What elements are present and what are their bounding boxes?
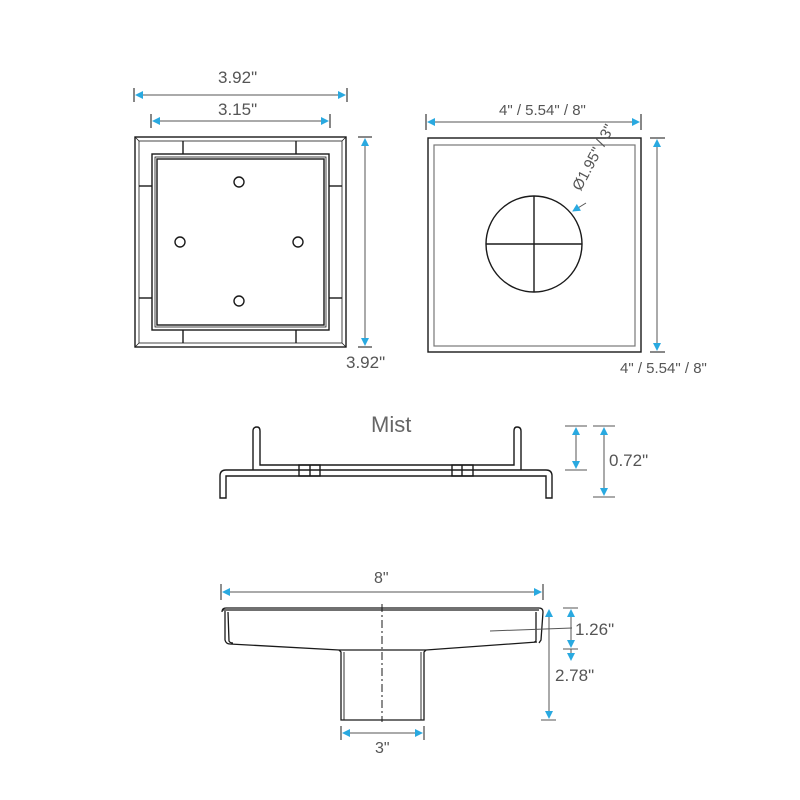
body-top-view bbox=[425, 114, 665, 353]
body-height-label: 4" / 5.54" / 8" bbox=[620, 360, 707, 377]
body-width-label: 4" / 5.54" / 8" bbox=[499, 102, 586, 119]
grate-inner-width-label: 3.15" bbox=[218, 100, 258, 119]
section-body-height-label: 1.26" bbox=[575, 620, 615, 639]
grate-top-view bbox=[133, 88, 372, 348]
section-total-height-label: 2.78" bbox=[555, 666, 595, 685]
grate-side-view bbox=[219, 425, 615, 499]
body-section-view bbox=[220, 584, 578, 740]
grate-height-label: 3.92" bbox=[346, 353, 386, 372]
grate-side-height-label: 0.72" bbox=[609, 451, 649, 470]
product-name-title: Mist bbox=[371, 412, 412, 437]
outlet-width-label: 3" bbox=[375, 740, 390, 757]
grate-outer-width-label: 3.92" bbox=[218, 68, 258, 87]
section-width-label: 8" bbox=[374, 570, 389, 587]
